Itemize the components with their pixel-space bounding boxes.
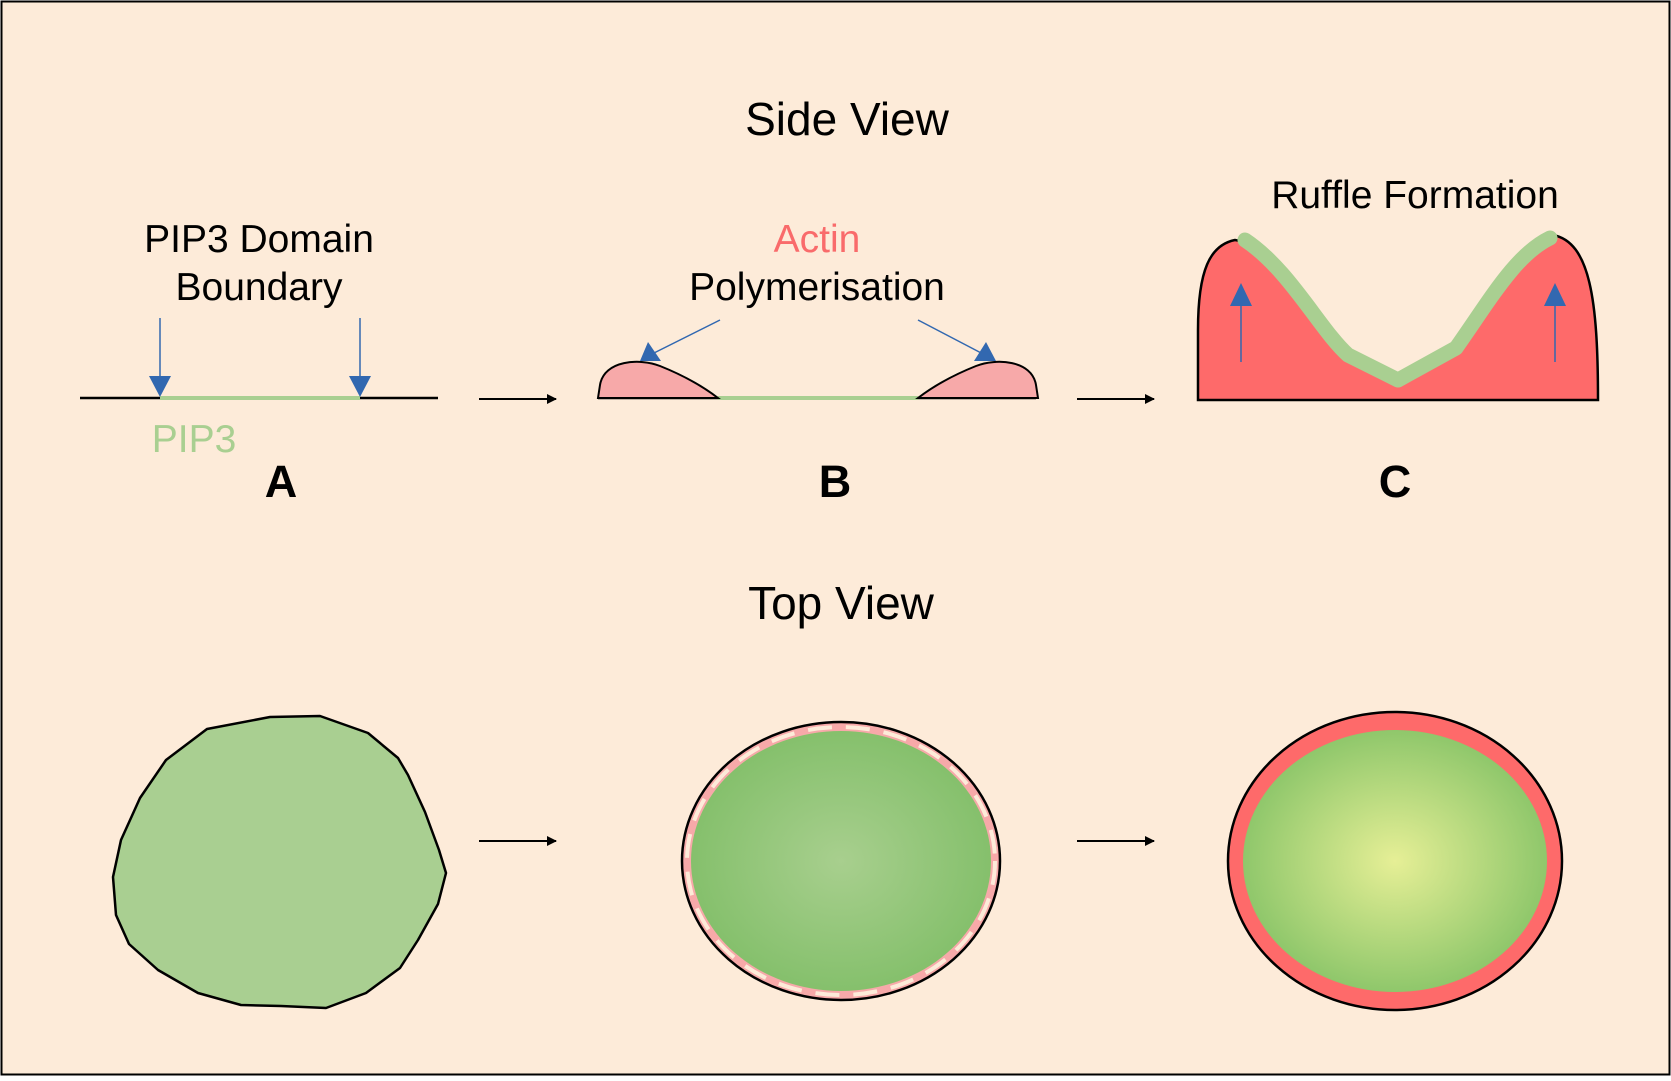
actin-bump-right — [915, 360, 1040, 399]
actin-dash-pattern — [685, 725, 997, 997]
stage-a-caption-line2: Boundary — [176, 266, 343, 309]
stage-b-label: B — [819, 456, 852, 507]
side-view-title: Side View — [745, 93, 950, 145]
stage-a-label: A — [265, 456, 298, 507]
pip3-domain-top-a — [111, 714, 448, 1010]
pip3-domain-top-c — [1226, 710, 1564, 1012]
stage-a-caption-line1: PIP3 Domain — [144, 218, 374, 261]
stage-b-side: Actin Polymerisation B — [596, 218, 1040, 507]
stage-c-caption: Ruffle Formation — [1271, 174, 1559, 217]
ruffle-growth-arrow-left — [1230, 283, 1252, 362]
polymerisation-pointer-left — [640, 319, 721, 361]
stage-c-side: Ruffle Formation C — [1196, 174, 1600, 507]
stage-a-side: PIP3 Domain Boundary PIP3 A — [80, 218, 438, 507]
top-view-title: Top View — [748, 577, 935, 629]
polymerisation-pointer-right — [917, 319, 996, 361]
actin-bump-left — [596, 360, 721, 399]
stage-b-caption-line1: Actin — [774, 218, 861, 261]
pip3-label: PIP3 — [152, 418, 237, 461]
pip3-domain-top-b — [680, 720, 1002, 1002]
pip3-ruffle-outline — [1237, 230, 1558, 388]
pip3-core-b — [691, 731, 991, 991]
stage-b-caption-line2: Polymerisation — [689, 266, 945, 309]
ruffle-growth-arrow-right — [1544, 283, 1566, 362]
stage-c-label: C — [1379, 456, 1412, 507]
pip3-core-c — [1243, 730, 1547, 992]
boundary-arrow-left — [149, 318, 171, 397]
boundary-arrow-right — [349, 318, 371, 397]
